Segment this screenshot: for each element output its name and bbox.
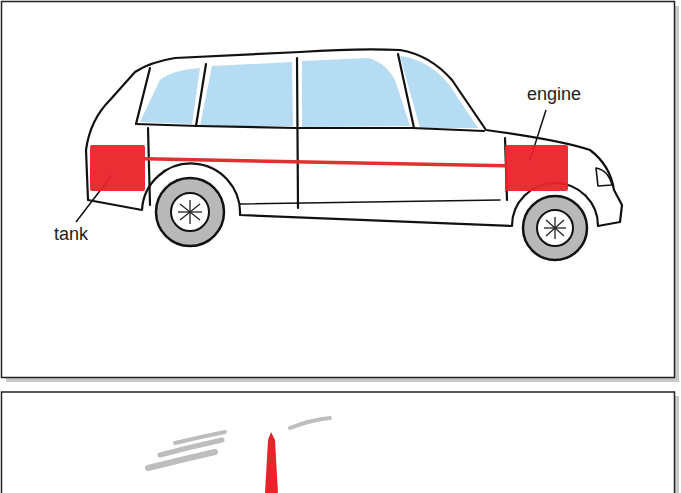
front-window: [302, 58, 410, 127]
part-label: tank: [54, 225, 88, 245]
top-panel: [2, 2, 675, 378]
smoke: [148, 418, 330, 468]
engine-block: engine: [505, 145, 568, 191]
pillar: [196, 64, 206, 126]
headlight: [596, 168, 612, 186]
sill-line: [240, 200, 500, 204]
rear-panel-line: [148, 128, 150, 205]
windows: [140, 56, 478, 128]
fuel-line: [145, 159, 505, 166]
middle-window: [200, 62, 293, 126]
rear-wheel: [156, 178, 224, 246]
pillar: [136, 68, 150, 124]
pillar: [398, 54, 414, 128]
front-wheel: [523, 196, 587, 260]
door-line: [297, 58, 298, 208]
part-label: engine: [527, 85, 581, 105]
exhaust-pipe: [265, 432, 278, 493]
window-sill: [136, 124, 484, 131]
bottom-panel: [2, 392, 675, 493]
fuel-tank: tank: [90, 145, 145, 191]
